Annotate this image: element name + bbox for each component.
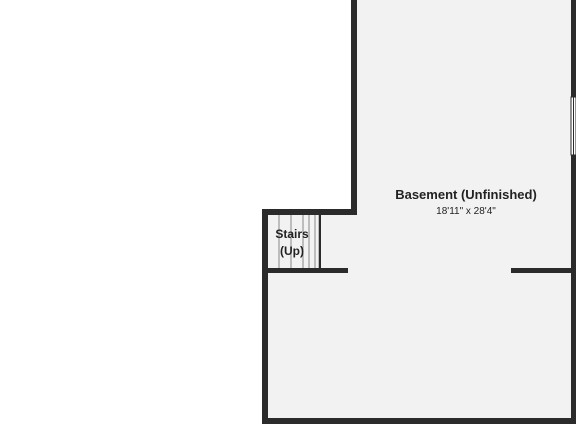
wall-right <box>571 0 576 97</box>
wall-right-lower <box>571 155 576 424</box>
wall-left <box>262 209 268 424</box>
basement-name: Basement (Unfinished) <box>395 187 537 202</box>
basement-dimensions: 18'11" x 28'4" <box>436 206 496 217</box>
wall-partition-right <box>511 268 576 273</box>
wall-upper-left <box>351 0 357 215</box>
wall-bottom <box>262 418 576 424</box>
stairs-label-line1: Stairs <box>275 227 309 241</box>
window-right <box>570 96 576 156</box>
wall-partition-left <box>262 268 348 273</box>
wall-stair-side <box>319 215 321 269</box>
walls <box>262 0 576 424</box>
stairs-label-line2: (Up) <box>280 244 304 258</box>
floor-area <box>262 0 576 424</box>
wall-step-top <box>262 209 357 215</box>
